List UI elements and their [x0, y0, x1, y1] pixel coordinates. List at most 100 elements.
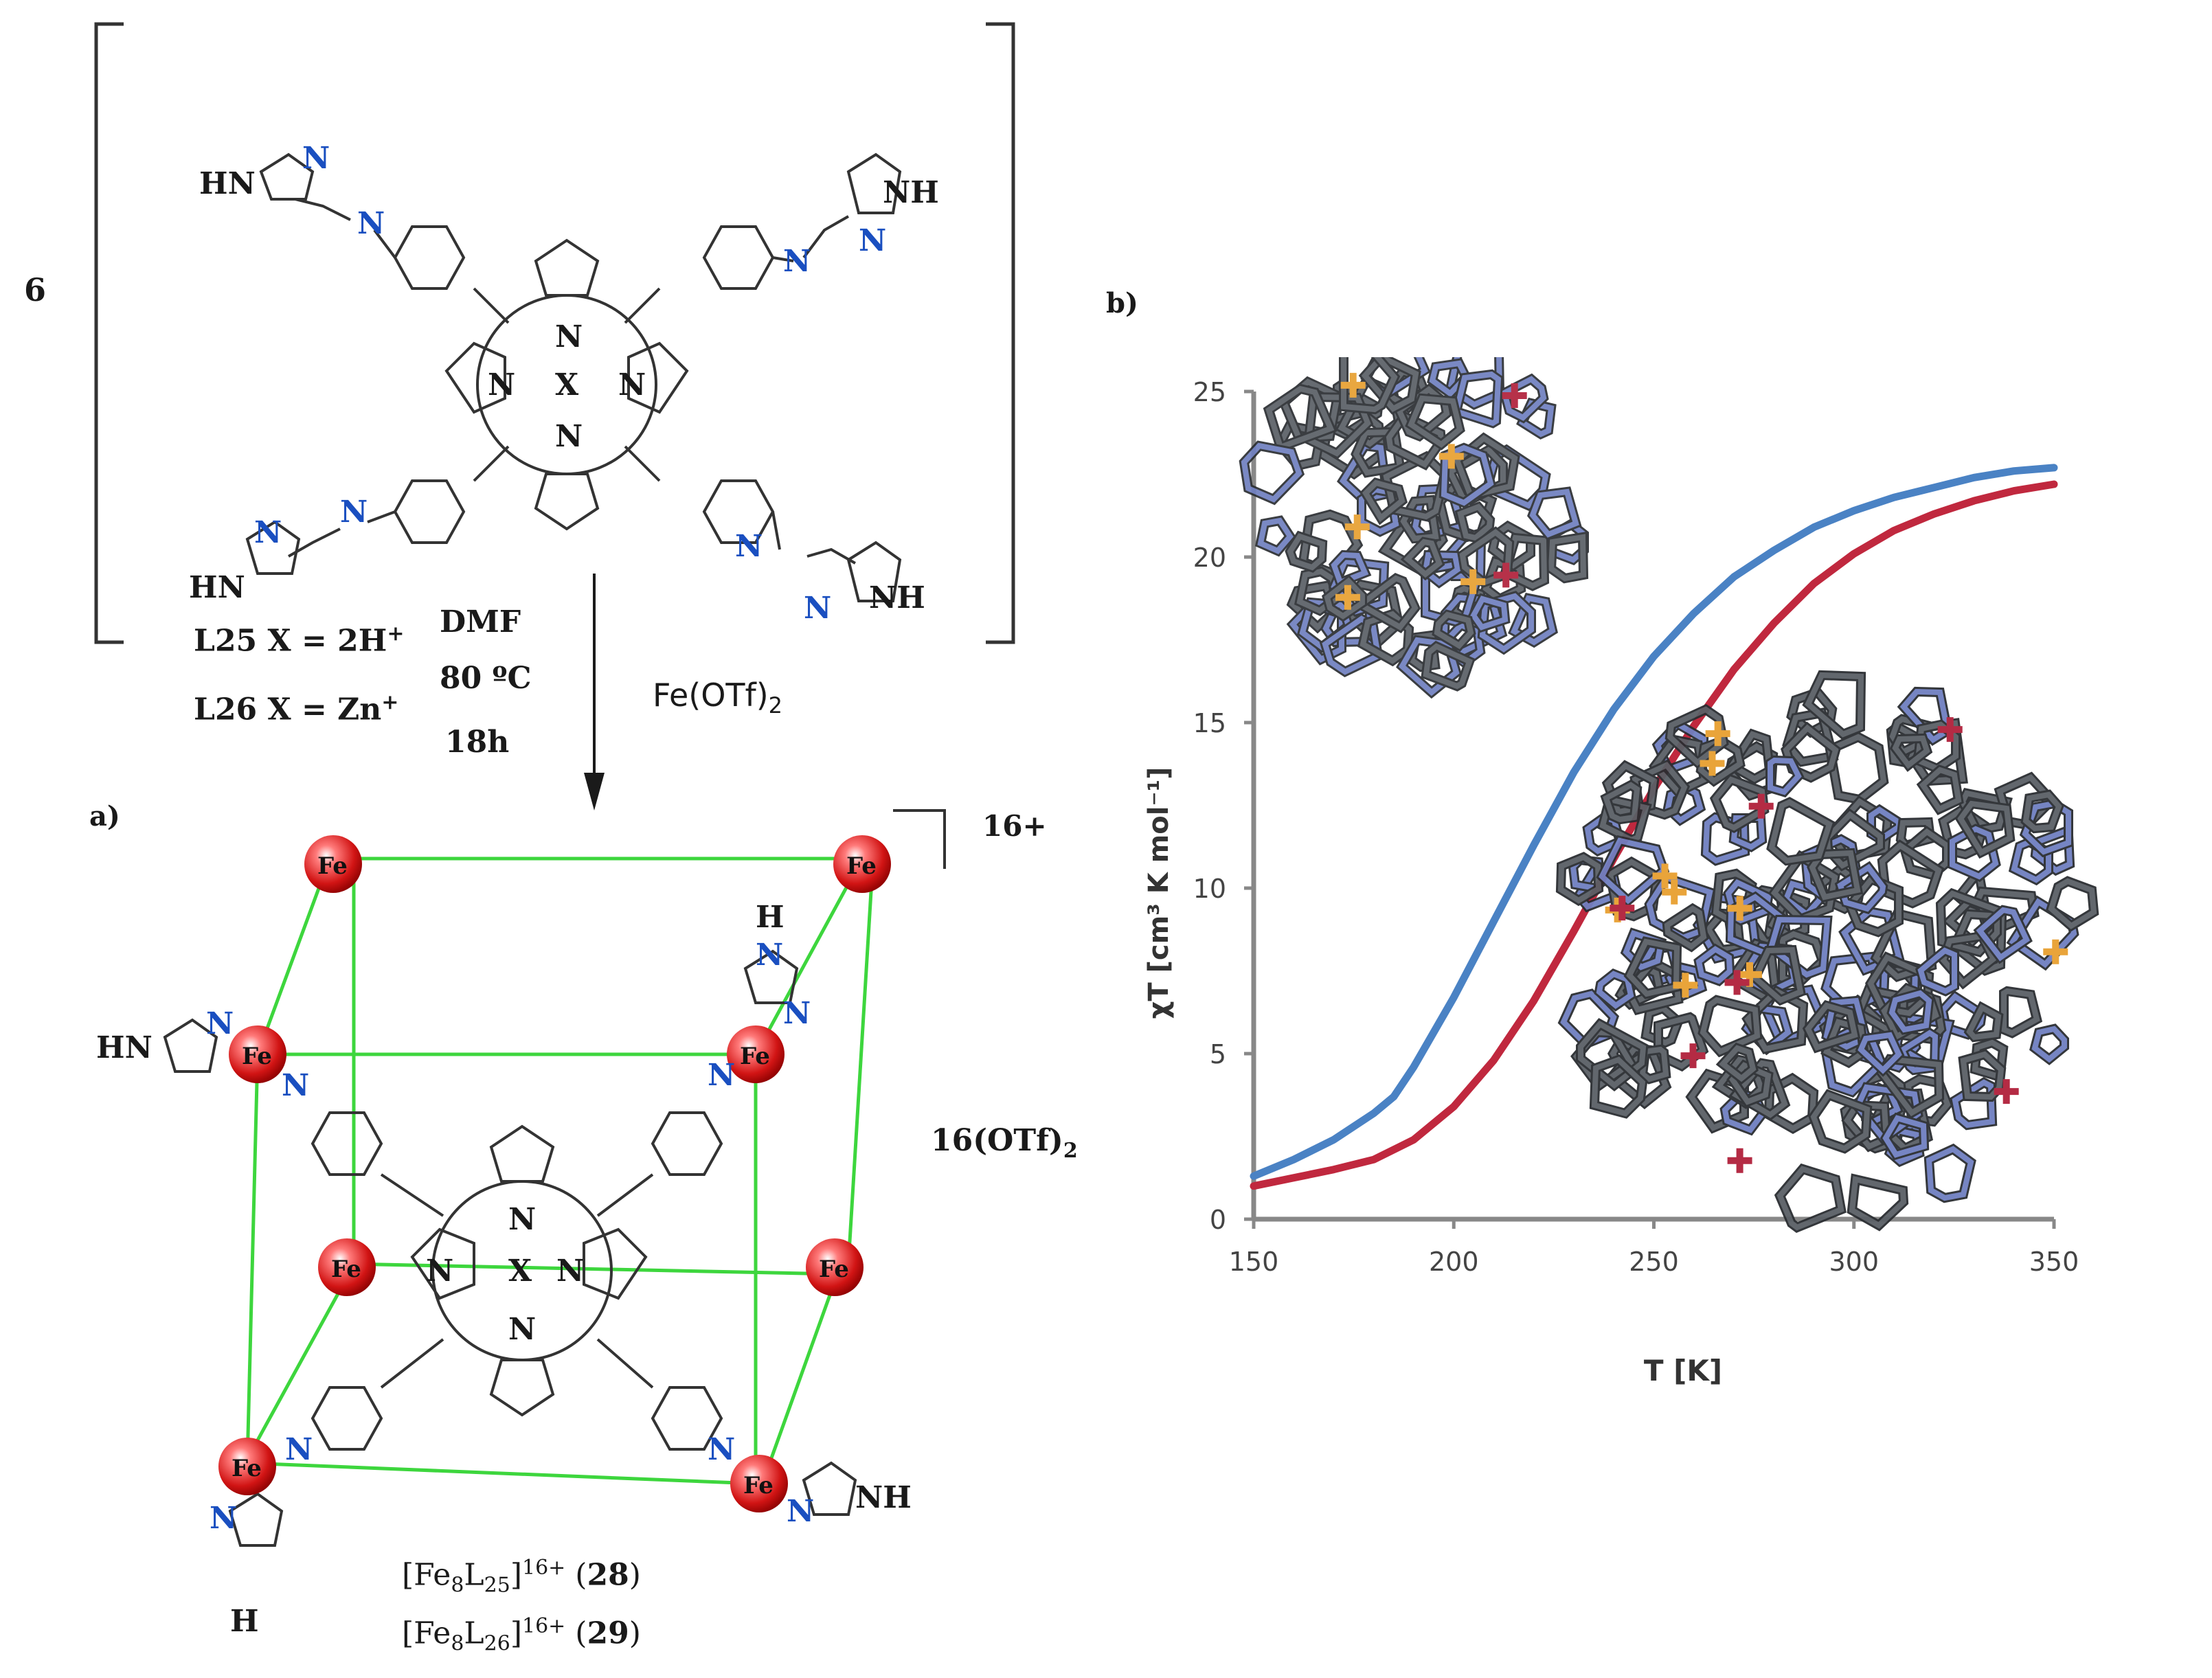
crystal-ring	[1289, 582, 1340, 631]
crystal-ring	[2048, 878, 2097, 929]
cage-atom-n-7: N	[556, 1254, 584, 1289]
crystal-ring	[1362, 479, 1406, 522]
charge-bracket	[893, 809, 946, 869]
ligand-l25-charge: +	[387, 622, 405, 646]
svg-text:Fe: Fe	[331, 1256, 361, 1283]
crystal-ring	[1591, 1056, 1646, 1117]
formula-29-sup: 16+	[522, 1614, 566, 1638]
crystal-ring	[1287, 533, 1326, 571]
crystal-ring	[1926, 1146, 1974, 1201]
fe-node-8: Fe	[730, 1455, 788, 1512]
crystal-ring	[1604, 762, 1658, 815]
fe-node-2: Fe	[833, 835, 891, 893]
atom-n-10: N	[340, 495, 368, 530]
crystal-ring	[1899, 688, 1951, 744]
atom-n-1: N	[302, 141, 330, 176]
crystal-ring	[1664, 785, 1704, 824]
fe-node-6: Fe	[806, 1238, 864, 1296]
counterion-label: 16(OTf)2	[931, 1123, 1078, 1163]
crystal-ring	[1768, 916, 1831, 978]
cage-atom-nh: NH	[855, 1480, 912, 1515]
crystal-ring	[1892, 735, 1930, 769]
reagent-label: Fe(OTf)2	[653, 677, 782, 718]
cage-atom-h-1: H	[756, 900, 785, 935]
counterion-main: 16(OTf)	[931, 1123, 1063, 1158]
atom-n-4: N	[783, 244, 811, 279]
atom-n-5: N	[555, 319, 583, 354]
cage-porphyrin	[163, 949, 857, 1547]
crystal-ring	[1957, 800, 2013, 857]
formula-29-sub2: 26	[484, 1631, 510, 1656]
cage-atom-n-8: N	[508, 1202, 536, 1237]
crystal-ring	[1805, 1002, 1858, 1051]
ligand-atoms: HN N N NH N N N N X N N N N HN N N NH	[189, 141, 939, 626]
crystal-ring	[1434, 611, 1474, 650]
svg-text:Fe: Fe	[819, 1256, 849, 1283]
crystal-ring	[1752, 946, 1804, 1004]
crystal-ring	[1849, 1176, 1907, 1229]
bracket-left	[94, 22, 124, 644]
crystal-ring	[2022, 800, 2071, 855]
crystal-ring	[1359, 611, 1412, 664]
cage-charge: 16+	[982, 809, 1047, 843]
crystal-structure-large	[1555, 670, 2099, 1233]
svg-text:Fe: Fe	[317, 852, 348, 880]
fe-node-5: Fe	[318, 1238, 376, 1296]
crystal-ring	[1510, 595, 1556, 646]
cage-atoms: HN N N H N N N N X N N N N N H N N NH	[96, 900, 912, 1639]
condition-time: 18h	[445, 725, 510, 760]
reaction-arrow	[584, 574, 605, 810]
atom-x: X	[555, 367, 579, 403]
atom-n-9: N	[254, 515, 282, 550]
ligand-multiplier: 6	[24, 271, 47, 308]
formula-28: [Fe8L25]16+ (28)	[402, 1556, 641, 1597]
crystal-ring	[1305, 394, 1371, 457]
crystal-ring	[1322, 615, 1381, 675]
crystal-ring	[1966, 1004, 2002, 1041]
formula-29-close: ]	[510, 1615, 522, 1651]
formula-28-sub2: 25	[484, 1573, 510, 1598]
crystal-ring	[1697, 738, 1743, 784]
y-tick-label: 25	[1193, 377, 1226, 407]
crystal-ring	[1768, 757, 1802, 795]
y-axis-label: χT [cm³ K mol⁻¹]	[1143, 767, 1175, 1019]
atom-n-7: N	[618, 367, 646, 403]
ligand-l26-charge: +	[381, 690, 399, 714]
crystal-ring	[1712, 776, 1768, 831]
formula-28-pre: [Fe	[402, 1557, 451, 1593]
x-tick-label: 200	[1429, 1247, 1479, 1277]
crystal-ring	[1695, 946, 1733, 984]
crystal-ring	[1423, 643, 1473, 690]
reagent-main: Fe(OTf)	[653, 677, 769, 714]
crystal-ring	[1743, 988, 1807, 1052]
y-tick-label: 5	[1210, 1039, 1226, 1069]
crystal-ring	[1719, 1045, 1757, 1082]
crystal-ring	[1341, 357, 1398, 413]
crystal-ring	[1453, 371, 1502, 427]
condition-temperature: 80 ºC	[440, 661, 532, 696]
crystal-ring	[1960, 1051, 2005, 1100]
crystal-ring	[1919, 767, 1962, 813]
cage-atom-n-9: N	[508, 1312, 536, 1347]
crystal-ring	[1810, 1091, 1871, 1152]
crystal-ring	[1408, 395, 1463, 448]
fe-node-4: Fe	[727, 1025, 785, 1083]
cage-atom-n-13: N	[787, 1494, 814, 1529]
crystal-ring	[1447, 357, 1503, 408]
crystal-ring	[1429, 360, 1469, 398]
formula-28-open-paren: (	[565, 1557, 587, 1593]
y-tick-label: 10	[1193, 874, 1226, 904]
crystal-ring	[1422, 552, 1461, 586]
formula-29-mid: L	[464, 1615, 484, 1651]
crystal-ring	[1457, 503, 1493, 541]
crystal-ring	[1656, 1014, 1706, 1069]
cage-atom-n-11: N	[210, 1501, 237, 1536]
atom-n-6: N	[488, 367, 515, 403]
atom-hn-1: HN	[199, 166, 256, 201]
atom-n-11: N	[735, 529, 763, 564]
ligand-l26-x: X = Zn	[267, 692, 382, 727]
panel-a-label: a)	[89, 800, 120, 832]
panel-b-label: b)	[1106, 287, 1138, 319]
condition-line-2: L26 X = Zn+	[194, 690, 398, 727]
